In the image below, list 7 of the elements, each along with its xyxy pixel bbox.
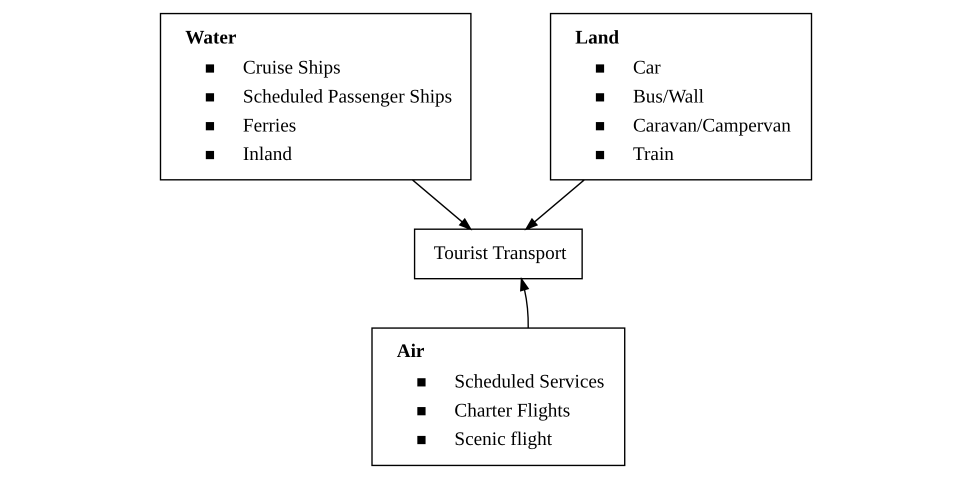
node-box: Land Car Bus/Wall Caravan/Campervan Train [549,12,812,180]
node-box: Tourist Transport [413,228,582,280]
node-box: Air Scheduled Services Charter Flights Scenic flight [370,327,625,466]
arrow [411,179,472,230]
node-box: Water Cruise Ships Scheduled Passenger Ships Ferries Inland [159,12,472,180]
arrow [524,179,584,230]
arrow [520,277,529,328]
